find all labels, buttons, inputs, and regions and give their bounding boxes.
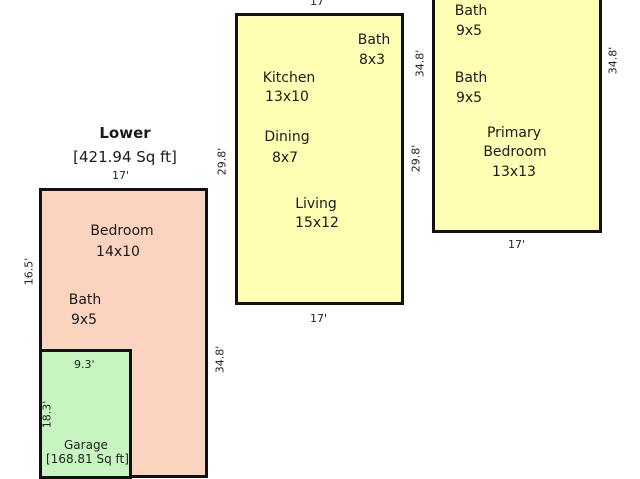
lower-height-left-label: 16.5' [22,257,36,286]
upper-height-right-label: 34.8' [606,46,620,75]
garage-width-label: 9.3' [74,358,95,371]
dining-name: Dining [264,129,310,145]
main-height-right-bottom-label: 29.8' [409,144,423,173]
upper-bath1-name: Bath [454,3,488,19]
primary-bedroom-name-line2: Bedroom [483,144,547,160]
kitchen-name: Kitchen [262,70,316,86]
lower-width-top-label: 17' [112,169,130,182]
lower-height-right-label: 34.8' [213,345,227,374]
main-height-left-label: 29.8' [215,147,229,176]
upper-bath1-size: 9x5 [455,23,483,39]
main-bath-name: Bath [357,32,391,48]
lower-bath-size: 9x5 [70,312,98,328]
lower-bedroom-size: 14x10 [96,244,140,260]
upper-bath2-name: Bath [454,70,488,86]
dining-size: 8x7 [271,150,299,166]
upper-bath2-size: 9x5 [455,90,483,106]
main-width-top-label: 17' [310,0,328,8]
lower-area: [421.94 Sq ft] [73,148,177,166]
main-width-bottom-label: 17' [310,312,328,325]
garage-name: Garage [64,438,108,452]
living-size: 15x12 [295,215,339,231]
upper-width-bottom-label: 17' [508,238,526,251]
living-name: Living [295,196,337,212]
primary-bedroom-size: 13x13 [492,164,536,180]
main-height-right-top-label: 34.8' [413,49,427,78]
upper-floor-plan [432,0,602,233]
kitchen-size: 13x10 [265,89,309,105]
garage-height-label: 18.3' [40,400,54,429]
main-floor-plan [235,13,404,305]
lower-bedroom-name: Bedroom [90,223,154,239]
garage-plan [39,349,132,479]
primary-bedroom-name: Primary [486,125,542,141]
lower-bath-name: Bath [68,292,102,308]
main-bath-size: 8x3 [358,52,386,68]
lower-title: Lower [99,124,151,142]
